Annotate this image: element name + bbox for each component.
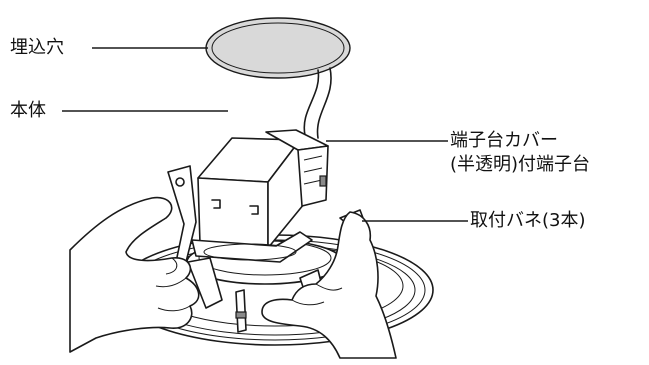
terminal-block	[265, 129, 329, 207]
leader-lines	[62, 47, 468, 222]
label-terminal-cover-line1: 端子台カバー	[450, 130, 558, 151]
label-hole: 埋込穴	[10, 37, 64, 58]
power-cable	[303, 67, 332, 139]
ceiling-hole	[205, 17, 351, 79]
main-body	[191, 137, 313, 263]
label-body: 本体	[10, 100, 46, 121]
label-terminal-cover-line2: (半透明)付端子台	[450, 154, 591, 175]
label-spring: 取付バネ(3本)	[470, 210, 586, 231]
left-hand	[69, 196, 200, 353]
right-hand	[261, 211, 397, 359]
